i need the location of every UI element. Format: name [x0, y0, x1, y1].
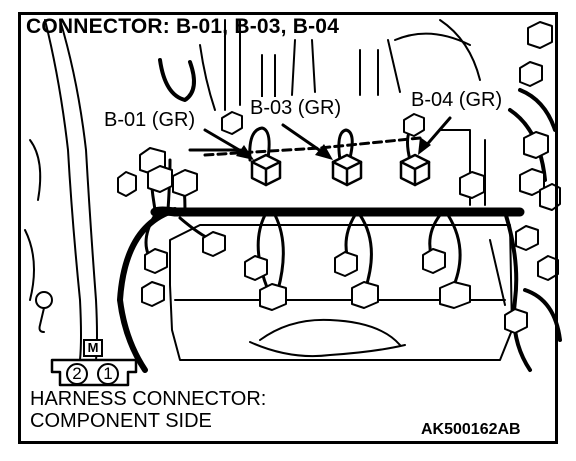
connector-label-b03: B-03 (GR) [248, 97, 344, 119]
right-harness-run [503, 210, 532, 372]
left-hose [24, 19, 98, 361]
harness-connector-symbol [50, 358, 138, 387]
ring-terminal [35, 291, 53, 333]
connector-pin-2: 2 [66, 363, 88, 385]
pointer-arrowheads [236, 137, 431, 160]
connector-label-b04: B-04 (GR) [409, 89, 505, 111]
pointer-arrows [203, 116, 452, 156]
harness-connector-caption: HARNESS CONNECTOR: COMPONENT SIDE [30, 388, 267, 432]
target-connectors [250, 153, 431, 187]
diagram-title: CONNECTOR: B-01, B-03, B-04 [26, 15, 340, 38]
connector-label-b01: B-01 (GR) [102, 109, 198, 131]
diagram-frame [18, 12, 558, 444]
harness-caption-line1: HARNESS CONNECTOR: [30, 388, 267, 410]
harness-caption-line2: COMPONENT SIDE [30, 410, 212, 432]
small-connectors [117, 21, 561, 334]
lower-branch-wires [144, 213, 462, 292]
connector-key-marker: M [83, 339, 103, 357]
connector-pin-1: 1 [97, 363, 119, 385]
intake-contours [199, 19, 486, 206]
figure-code: AK500162AB [421, 421, 521, 439]
